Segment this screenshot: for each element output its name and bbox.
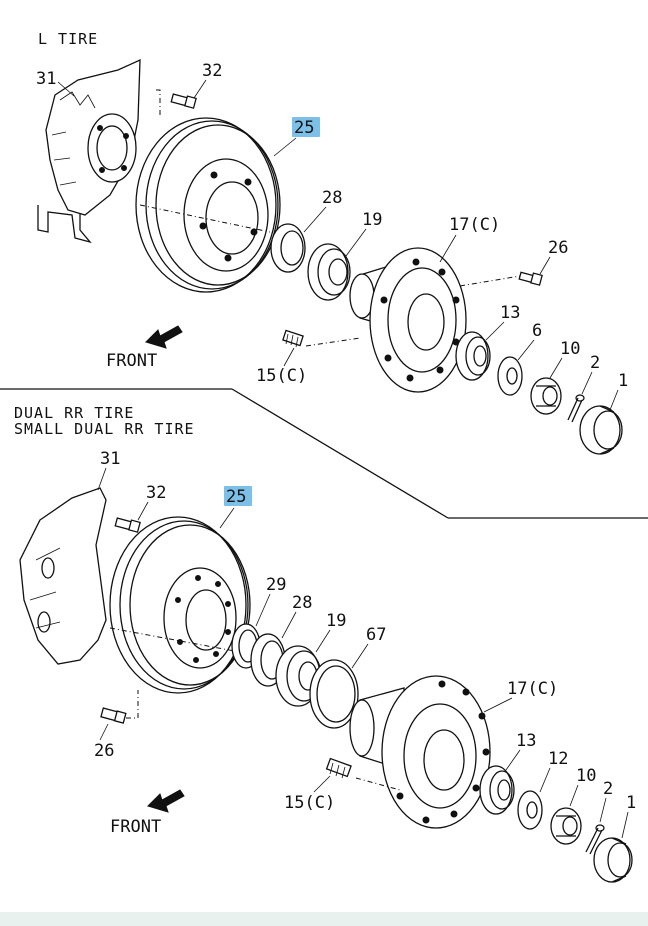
bottom-part-67-sensor-ring <box>309 659 359 729</box>
top-part-31-dust-shield <box>37 58 141 244</box>
top-part-13-inner-bearing <box>455 331 491 381</box>
top-part-2-cotter-pin <box>567 394 585 423</box>
bottom-callout-67: 67 <box>366 625 386 645</box>
top-callout-28: 28 <box>322 188 342 208</box>
top-part-15-hub-bolt <box>282 329 361 348</box>
section-divider <box>0 388 648 519</box>
bottom-callout-19: 19 <box>326 611 346 631</box>
bottom-part-15-hub-bolt <box>325 757 401 791</box>
bottom-front-label: FRONT <box>110 817 161 837</box>
bottom-callout-13: 13 <box>516 731 536 751</box>
bottom-part-2-cotter-pin <box>585 824 605 855</box>
bottom-part-32-bolt <box>114 517 141 533</box>
bottom-section-title-line2: SMALL DUAL RR TIRE <box>14 420 195 438</box>
bottom-callout-29: 29 <box>266 575 286 595</box>
top-callout-6: 6 <box>532 321 542 341</box>
top-part-6-washer <box>497 356 523 396</box>
bottom-callout-26: 26 <box>94 741 114 761</box>
top-callout-19: 19 <box>362 210 382 230</box>
bottom-callout-32: 32 <box>146 483 166 503</box>
top-front-arrow-icon <box>145 325 183 349</box>
bottom-part-26-bolt <box>100 690 139 724</box>
top-part-32-bolt <box>170 93 197 109</box>
bottom-part-17-wheel-hub <box>349 675 491 829</box>
bottom-callout-10: 10 <box>576 766 596 786</box>
footer-bar <box>0 912 648 926</box>
bottom-section-title-line1: DUAL RR TIRE <box>14 404 134 422</box>
top-callout-2: 2 <box>590 353 600 373</box>
top-part-19-outer-bearing <box>307 243 351 301</box>
top-part-1-hub-cap <box>579 405 623 455</box>
bottom-callout-2: 2 <box>603 779 613 799</box>
top-callout-31: 31 <box>36 69 56 89</box>
top-section-title: L TIRE <box>38 30 98 48</box>
top-callout-17: 17(C) <box>449 215 500 235</box>
top-callout-15: 15(C) <box>256 366 307 386</box>
bottom-part-31-dust-shield <box>19 487 107 665</box>
bottom-callout-1: 1 <box>626 793 636 813</box>
top-callout-13: 13 <box>500 303 520 323</box>
bottom-callout-31: 31 <box>100 449 120 469</box>
bottom-callout-25: 25 <box>226 487 246 507</box>
bottom-part-12-washer <box>517 790 543 830</box>
bottom-part-25-brake-disc <box>109 516 251 694</box>
bottom-callout-17: 17(C) <box>507 679 558 699</box>
top-part-28-oil-seal <box>270 223 306 273</box>
top-part-17-wheel-hub <box>349 247 467 393</box>
bottom-callout-15: 15(C) <box>284 793 335 813</box>
top-callout-26: 26 <box>548 238 568 258</box>
top-callout-1: 1 <box>618 371 628 391</box>
bottom-callout-12: 12 <box>548 749 568 769</box>
top-callout-25: 25 <box>294 118 314 138</box>
top-part-10-castle-nut <box>530 377 562 415</box>
bottom-part-1-hub-cap <box>593 837 633 883</box>
top-callout-10: 10 <box>560 339 580 359</box>
bottom-part-10-castle-nut <box>550 807 582 845</box>
bottom-callout-28: 28 <box>292 593 312 613</box>
bottom-front-arrow-icon <box>147 789 185 813</box>
top-callout-32: 32 <box>202 61 222 81</box>
top-front-label: FRONT <box>106 351 157 371</box>
bottom-part-13-inner-bearing <box>479 765 515 815</box>
top-part-26-bolt <box>518 271 543 286</box>
top-part-25-brake-disc <box>135 117 281 293</box>
